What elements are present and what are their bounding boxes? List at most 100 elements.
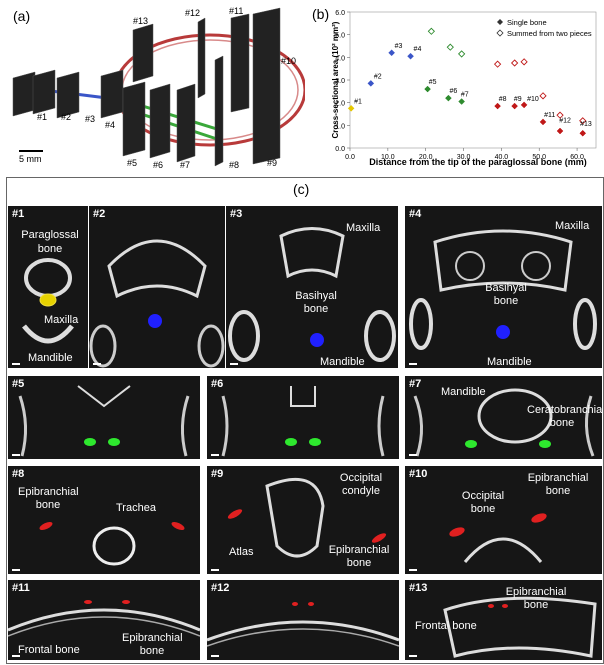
legend-label-summed: Summed from two pieces [507,29,592,38]
slice-12-plane [197,17,206,99]
slice-6-plane [149,83,171,159]
point-label: #10 [527,96,539,103]
annotation-epibranchial-bone: Epibranchial bone [122,632,183,657]
slice-label-10: #10 [281,56,297,66]
single-bone-point [367,80,375,87]
slice-4-plane [100,69,124,119]
annotation-occipital-condyle: Occipital condyle [339,472,383,497]
single-bone-point [494,102,501,110]
ct-slice-3-id: #3 [230,208,243,220]
annotation-mandible: Mandible [487,356,532,368]
panel-a-3d-reconstruction: (a) #1 #2 #3 #4 #5 #6 #7 #8 #9 #10 #11 [5,0,305,175]
annotation-paraglossal-bone: Paraglossal bone [21,229,79,255]
ct-slice-12-id: #12 [211,582,230,594]
ct-slice-13: #13 Epibranchial bone Frontal bone [405,580,602,660]
x-axis-label: Distance from the tip of the paraglossal… [369,157,587,167]
slice-label-9: #9 [267,158,278,168]
ct-slice-13-id: #13 [409,582,428,594]
legend-label-single: Single bone [507,18,547,27]
y-tick-label: 1.0 [335,123,345,130]
y-tick-label: 3.0 [335,78,345,85]
scale-bar [211,655,219,657]
single-bone-point [520,101,528,109]
slice-label-3: #3 [85,114,96,124]
scale-bar [409,569,417,571]
x-tick-label: 10.0 [381,154,395,161]
panel-a-graphic [12,7,305,167]
panel-a-label: (a) [13,8,31,24]
point-label: #8 [499,96,507,103]
ct-slice-7: #7 Mandible Ceratobranchial bone [405,376,602,459]
slice-label-8: #8 [229,160,240,170]
point-label: #3 [395,43,403,50]
ct-slice-6: #6 [207,376,399,459]
ct-slice-11: #11 Frontal bone Epibranchial bone [8,580,200,660]
ct-slice-12: #12 [207,580,399,660]
ct-slice-3: #3 Maxilla Basihyal bone Mandible [226,206,398,368]
annotation-trachea: Trachea [116,502,156,514]
summed-point [520,58,528,66]
y-tick-label: 2.0 [335,101,345,108]
annotation-maxilla: Maxilla [555,220,590,232]
summed-point [458,50,466,58]
scale-bar-label: 5 mm [19,154,42,164]
point-label: #9 [514,96,522,103]
slice-label-5: #5 [127,158,138,168]
annotation-occipital-bone: Occipital bone [461,490,505,515]
panel-c-ct-slices: (c) #1 Paraglossal bone Maxilla Mandible… [6,177,604,664]
point-label: #5 [429,79,437,86]
point-label: #1 [354,98,362,105]
scale-bar [409,363,417,365]
summed-point [427,27,436,35]
ct-slice-9: #9 Occipital condyle Atlas Epibranchial … [207,466,399,574]
point-label: #13 [580,121,592,128]
x-tick-label: 50.0 [532,154,546,161]
ct-slice-8-id: #8 [12,468,25,480]
slice-5-plane [122,81,146,157]
single-bone-point [579,129,587,137]
x-tick-label: 30.0 [457,154,471,161]
summed-point [446,43,454,51]
annotation-epibranchial-bone: Epibranchial bone [18,486,79,511]
summed-point [493,60,502,68]
slice-8-plane [214,55,224,167]
ct-slice-1-id: #1 [12,208,25,220]
ct-slice-6-id: #6 [211,378,224,390]
slice-label-1: #1 [37,112,48,122]
point-label: #11 [544,112,555,119]
x-tick-label: 20.0 [419,154,433,161]
ct-slice-5-id: #5 [12,378,25,390]
ct-slice-10-id: #10 [409,468,428,480]
scale-bar [19,150,43,152]
y-axis-label: Cross-sectional area (10² mm²) [331,21,340,138]
slice-2-plane [32,69,56,115]
scale-bar [211,569,219,571]
scale-bar [211,454,219,456]
y-tick-label: 5.0 [335,33,345,40]
y-tick-label: 0.0 [335,146,345,153]
slice-7-plane [176,83,196,163]
legend-marker-summed [496,29,504,37]
panel-b-label: (b) [312,6,330,22]
ct-slice-9-id: #9 [211,468,224,480]
slice-9-plane [252,7,281,165]
annotation-epibranchial-bone: Epibranchial bone [505,586,567,611]
summed-point [539,92,547,100]
scale-bar [12,569,20,571]
single-bone-point [539,118,547,126]
annotation-atlas: Atlas [229,546,254,558]
point-label: #7 [461,92,469,99]
single-bone-point [556,127,564,135]
annotation-basihyal-bone: Basihyal bone [485,282,527,307]
ct-slice-11-id: #11 [12,582,30,594]
single-bone-point [511,102,518,110]
ct-slice-2-id: #2 [93,208,106,220]
ct-slice-8: #8 Epibranchial bone Trachea [8,466,200,574]
scale-bar [12,454,20,456]
ct-slice-4-id: #4 [409,208,422,220]
x-tick-label: 40.0 [495,154,509,161]
scale-bar [93,363,101,365]
single-bone-point [424,85,431,93]
